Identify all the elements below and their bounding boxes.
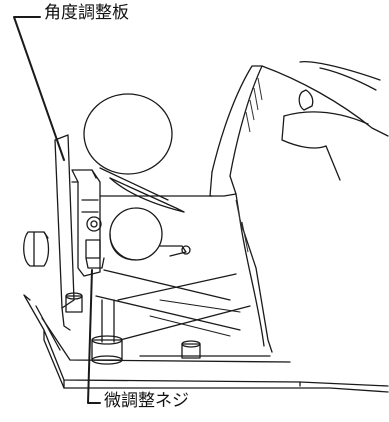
frame-rails (95, 195, 241, 331)
angle-plate-label: 角度調整板 (44, 3, 129, 23)
blade-guard (211, 65, 263, 177)
blade (261, 65, 389, 137)
angle-plate-leader (13, 16, 65, 161)
angle-plate (54, 134, 75, 309)
left-knob (23, 231, 50, 267)
motor-cylinder (83, 93, 173, 175)
shaft-housing (109, 207, 163, 261)
guide-post (101, 299, 115, 343)
fine-adjust-screw-label: 微調整ネジ (104, 391, 189, 411)
fine-adjust-leader (87, 269, 101, 404)
base-plate (23, 294, 389, 393)
screw-head (86, 216, 102, 232)
